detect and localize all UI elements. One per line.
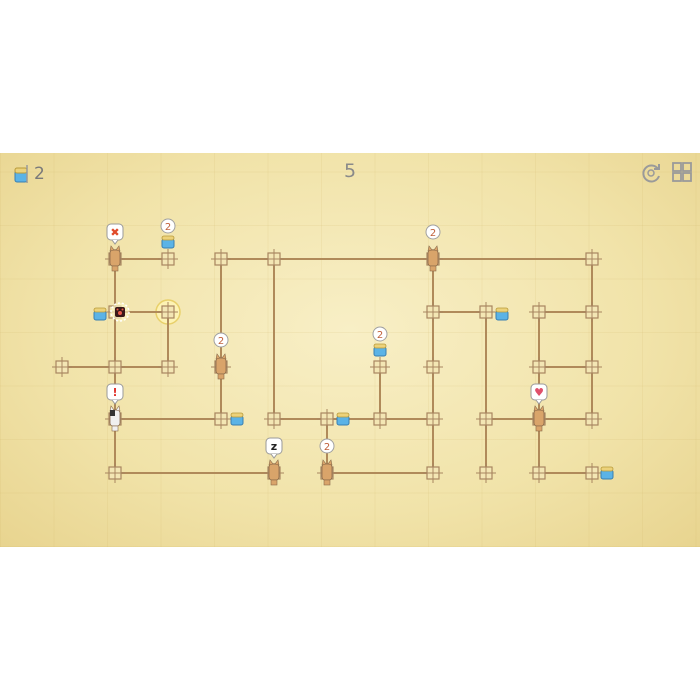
path-node[interactable]: [370, 357, 390, 377]
cat-count-bubble: 2: [213, 332, 229, 348]
bubble-text: 2: [165, 222, 171, 233]
path-node[interactable]: [529, 302, 549, 322]
cat-calico[interactable]: [109, 405, 121, 432]
path-node[interactable]: [158, 302, 178, 322]
cat-tabby[interactable]: [321, 459, 333, 486]
cat-tabby[interactable]: [268, 459, 280, 486]
can-count-bubble: 2: [372, 326, 388, 342]
path-node[interactable]: [582, 302, 602, 322]
path-node[interactable]: [211, 249, 231, 269]
path-node[interactable]: [529, 357, 549, 377]
move-counter: 5: [343, 160, 357, 182]
path-node[interactable]: [105, 357, 125, 377]
bubble-text: ✖: [110, 226, 119, 239]
path-node[interactable]: [476, 409, 496, 429]
level-menu-button[interactable]: [671, 161, 693, 183]
path-node[interactable]: [423, 357, 443, 377]
path-node[interactable]: [582, 463, 602, 483]
path-node[interactable]: [476, 463, 496, 483]
cat-count-bubble: 2: [319, 438, 335, 454]
fish-can[interactable]: [600, 466, 614, 480]
fish-can-counter: 2: [14, 161, 45, 187]
sleep-icon: z: [265, 437, 283, 459]
fish-can[interactable]: [336, 412, 350, 426]
path-node[interactable]: [582, 249, 602, 269]
path-node[interactable]: [264, 249, 284, 269]
path-node[interactable]: [582, 357, 602, 377]
path-node[interactable]: [317, 409, 337, 429]
fish-can[interactable]: [161, 235, 175, 249]
bubble-text: 2: [324, 442, 330, 453]
bubble-text: 2: [377, 330, 383, 341]
path-node[interactable]: [370, 409, 390, 429]
heart-icon: ♥: [530, 383, 548, 405]
fish-can[interactable]: [373, 343, 387, 357]
fish-can[interactable]: [230, 412, 244, 426]
path-node[interactable]: [423, 409, 443, 429]
cat-tabby[interactable]: [427, 245, 439, 272]
cat-tabby[interactable]: [109, 245, 121, 272]
puzzle-board[interactable]: 2 2 ✖ 2 2! z 2 ♥: [0, 153, 700, 547]
alert-icon: !: [106, 383, 124, 405]
bubble-text: ♥: [534, 386, 544, 399]
path-node[interactable]: [105, 463, 125, 483]
path-node[interactable]: [423, 463, 443, 483]
fish-can-count: 2: [34, 164, 45, 184]
path-node[interactable]: [52, 357, 72, 377]
restart-button[interactable]: [639, 161, 663, 185]
level-grid-icon: [672, 162, 692, 182]
game-board-area[interactable]: 2 2 ✖ 2 2! z 2 ♥ 2 5: [0, 153, 700, 547]
fish-can-icon: [14, 165, 28, 183]
bubble-text: 2: [430, 228, 436, 239]
cat-tabby[interactable]: [533, 405, 545, 432]
path-node[interactable]: [582, 409, 602, 429]
cross-icon: ✖: [106, 223, 124, 245]
path-node[interactable]: [158, 249, 178, 269]
cat-count-bubble: 2: [425, 224, 441, 240]
path-node[interactable]: [158, 357, 178, 377]
path-node[interactable]: [529, 463, 549, 483]
bubble-text: 2: [218, 336, 224, 347]
bubble-text: z: [271, 440, 277, 453]
path-node[interactable]: [476, 302, 496, 322]
fish-can[interactable]: [495, 307, 509, 321]
path-node[interactable]: [264, 409, 284, 429]
path-node[interactable]: [211, 409, 231, 429]
restart-icon: [642, 164, 660, 183]
cat-tabby[interactable]: [215, 353, 227, 380]
path-node[interactable]: [423, 302, 443, 322]
bubble-text: !: [112, 386, 117, 399]
can-count-bubble: 2: [160, 218, 176, 234]
player-token[interactable]: [110, 302, 130, 322]
fish-can[interactable]: [93, 307, 107, 321]
